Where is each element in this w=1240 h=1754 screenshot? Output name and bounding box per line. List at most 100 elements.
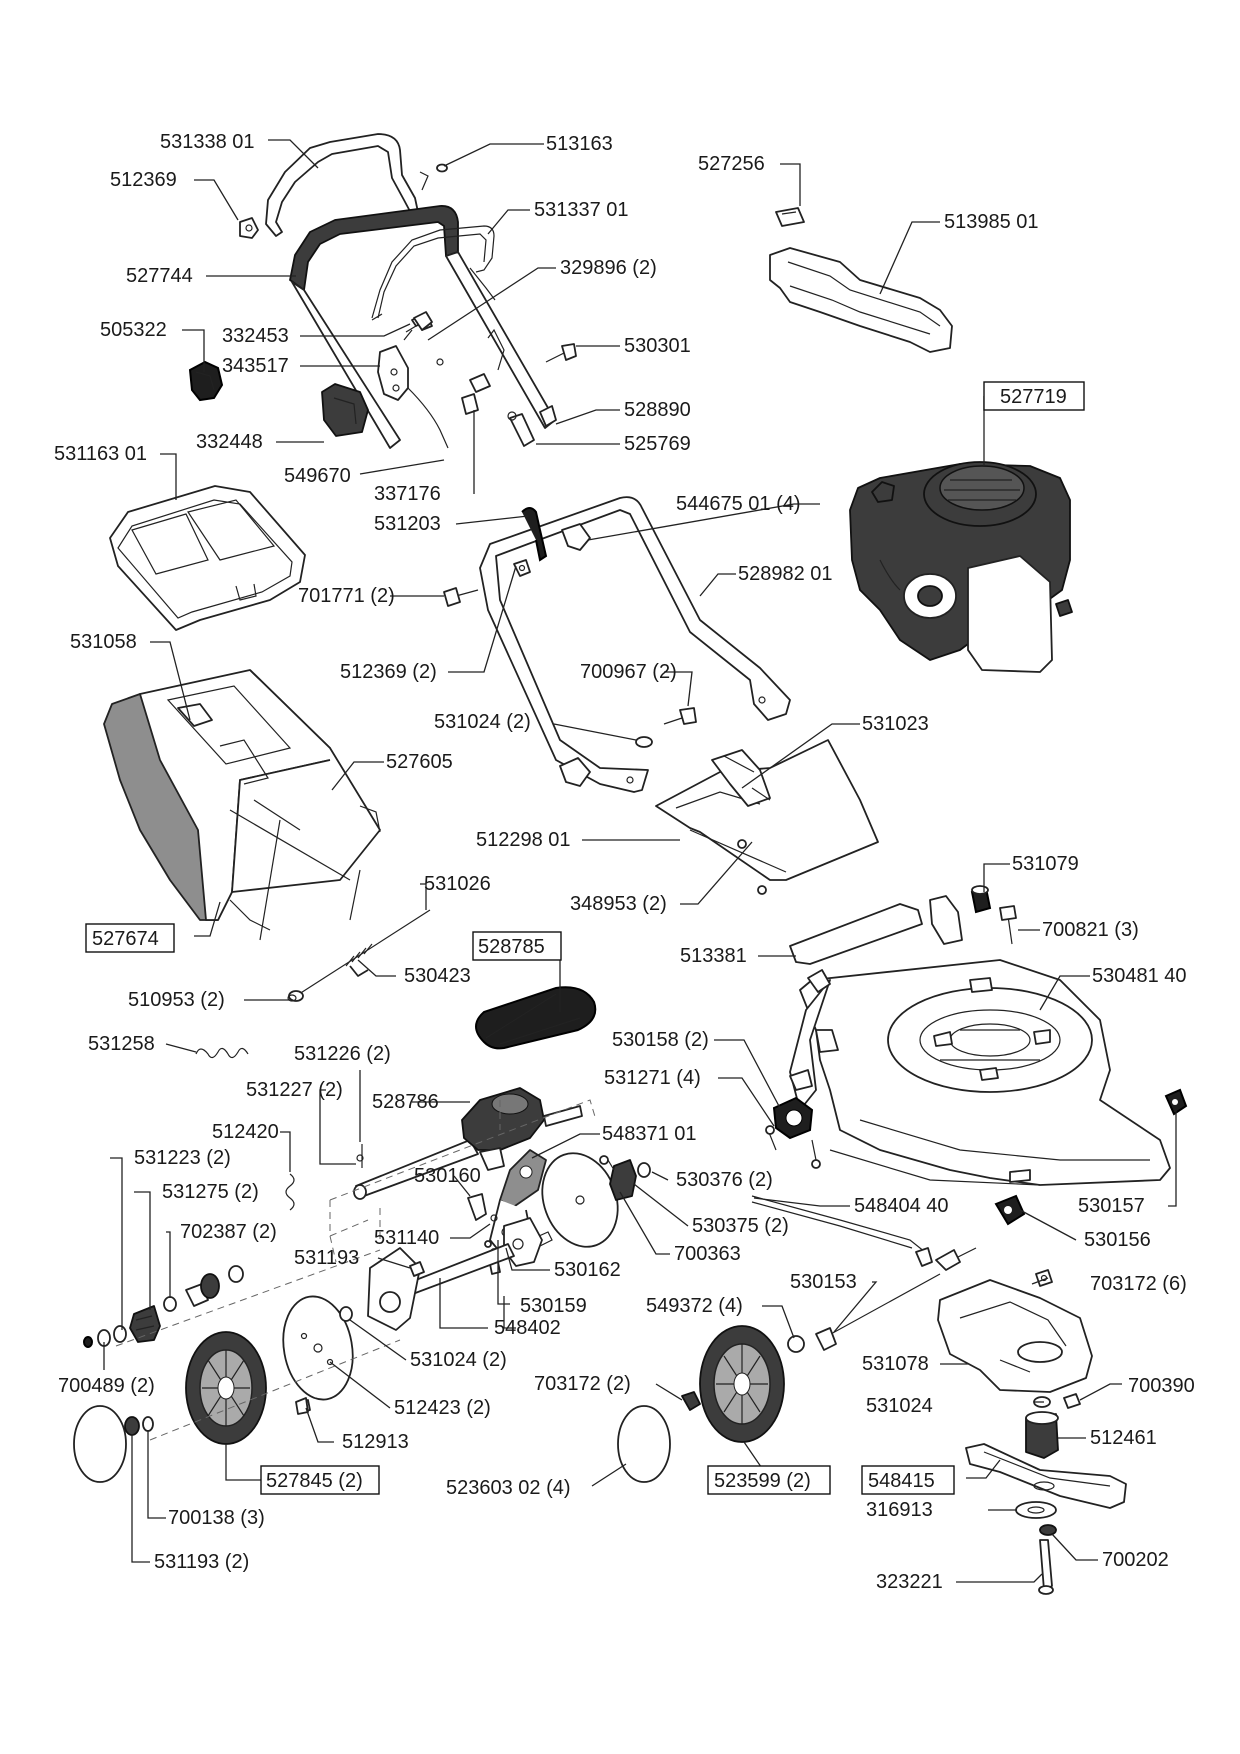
washer-316913 [1015,1501,1057,1519]
part-label: 530153 [790,1271,857,1293]
bracket-530160 [467,1193,487,1221]
part-label: 700138 (3) [168,1507,265,1529]
part-label: 512369 (2) [340,661,437,683]
part-label: 531078 [862,1353,929,1375]
part-label: 530376 (2) [676,1169,773,1191]
drive-belt [475,986,597,1050]
part-label: 316913 [866,1499,933,1521]
part-label: 530375 (2) [692,1215,789,1237]
part-label: 700363 [674,1243,741,1265]
front-axle [819,1273,941,1341]
part-label: 531271 (4) [604,1067,701,1089]
part-label: 531226 (2) [294,1043,391,1065]
rod-548404 [751,1195,931,1257]
nut-703172 [1035,1269,1053,1287]
height-adjuster-plate [367,1247,421,1331]
part-label: 548371 01 [602,1123,697,1145]
part-label: 531338 01 [160,131,255,153]
part-label: 512913 [342,1431,409,1453]
part-number-labels: 531338 01 513163 527256 512369 531337 01… [54,131,1195,1593]
pin-528890 [539,405,557,427]
leader-lines [103,139,1177,1583]
bolt-700967 [679,707,697,725]
part-label: 703172 (2) [534,1373,631,1395]
part-label: 531203 [374,513,441,535]
spring-531258 [195,1047,249,1059]
part-label: 531227 (2) [246,1079,343,1101]
part-label: 343517 [222,355,289,377]
part-label: 531058 [70,631,137,653]
washer-530376 [637,1162,651,1178]
handle-grip [289,205,459,291]
part-label: 530481 40 [1092,965,1187,987]
screw-332453 [413,311,433,331]
part-label: 531337 01 [534,199,629,221]
part-label: 530159 [520,1295,587,1317]
part-label: 527719 [1000,386,1067,408]
part-label: 527845 (2) [266,1470,363,1492]
part-label: 530162 [554,1259,621,1281]
part-label: 527744 [126,265,193,287]
spring-525769 [509,413,535,447]
boxed-label-frames [85,381,1085,1495]
clip-527256 [775,207,805,227]
washer-549372 [787,1335,805,1353]
part-label: 549670 [284,465,351,487]
part-label: 531024 (2) [410,1349,507,1371]
throttle-cable [407,387,449,449]
part-label: 530158 (2) [612,1029,709,1051]
part-label: 549372 (4) [646,1295,743,1317]
part-label: 548404 40 [854,1195,949,1217]
nut-700138 [124,1416,140,1436]
nut-512369 [239,217,259,239]
part-label: 531140 [374,1227,439,1249]
nut-512369-lower [513,559,531,577]
part-label: 701771 (2) [298,585,395,607]
bolt-701771 [443,587,461,607]
part-label: 528785 [478,936,545,958]
part-label: 512461 [1090,1427,1157,1449]
part-label: 523599 (2) [714,1470,811,1492]
washer-702387 [163,1296,177,1312]
parts-illustration [73,133,1188,1595]
part-label: 531026 [424,873,491,895]
clip-700390 [1063,1393,1081,1409]
part-label: 531024 (2) [434,711,531,733]
part-label: 523603 02 (4) [446,1477,571,1499]
part-label: 530156 [1084,1229,1151,1251]
part-label: 505322 [100,319,167,341]
rear-deflector [655,739,879,881]
part-label: 528982 01 [738,563,833,585]
engine-cover [769,247,953,353]
part-label: 548415 [868,1470,935,1492]
lower-handle [479,496,791,793]
deflector-hinge [711,749,771,807]
bolt-700821 [999,905,1017,921]
upper-handle-bar [265,133,419,237]
part-label: 531163 01 [54,443,147,465]
deck-rear-bar [789,903,923,965]
part-label: 348953 (2) [570,893,667,915]
part-label: 531193 (2) [154,1551,249,1573]
part-label: 512420 [212,1121,279,1143]
part-label: 513985 01 [944,211,1039,233]
part-label: 525769 [624,433,691,455]
part-label: 700390 [1128,1375,1195,1397]
handle-knob-505322 [188,360,224,402]
part-label: 700821 (3) [1042,919,1139,941]
clip-337176 [461,393,479,415]
washer-531024-rear [339,1306,353,1322]
bolt-530301 [545,351,567,363]
part-label: 530157 [1078,1195,1145,1217]
blade-bolt [1039,1539,1053,1591]
pinion-531275 [129,1305,161,1343]
part-label: 531023 [862,713,929,735]
pin-512913 [295,1397,309,1415]
part-label: 531258 [88,1033,155,1055]
nut-703172-wheel [681,1391,701,1411]
part-label: 530301 [624,335,691,357]
wheel-rim-512423 [282,1295,354,1401]
part-label: 531079 [1012,853,1079,875]
drive-lever [499,1149,547,1209]
